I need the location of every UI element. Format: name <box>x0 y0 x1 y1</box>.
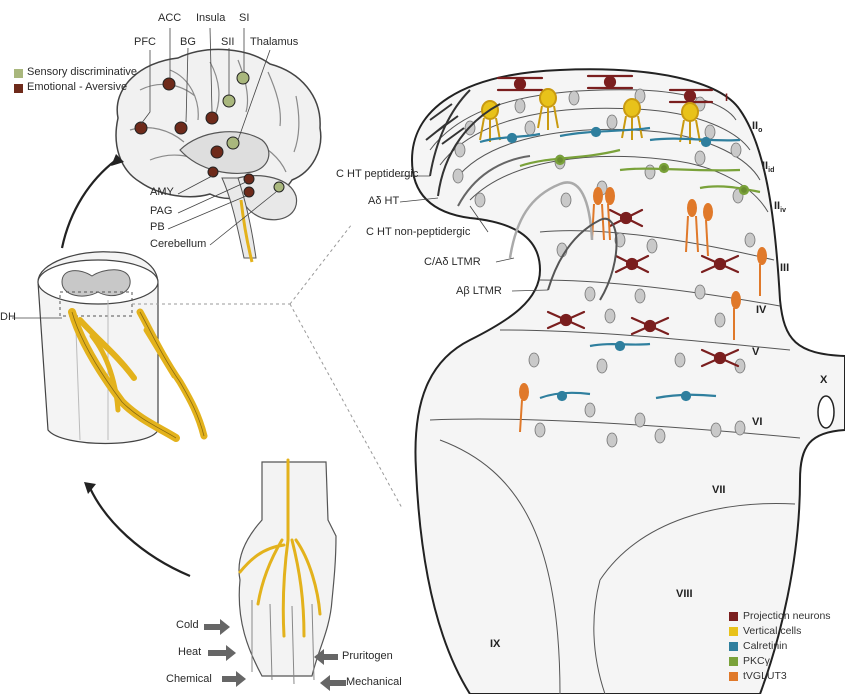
legend-swatch <box>729 657 738 666</box>
drg-label: DRG <box>150 440 174 452</box>
spinal-cord-illustration <box>12 252 204 444</box>
legend-swatch <box>729 627 738 636</box>
lamina-vii-label: VII <box>712 484 725 496</box>
acc-label: ACC <box>158 12 181 24</box>
thalamus-label: Thalamus <box>250 36 298 48</box>
insula-label: Insula <box>196 12 225 24</box>
legend-swatch <box>729 612 738 621</box>
lamina-iii-label: III <box>780 262 789 274</box>
emotional-aversive-label: Emotional - Aversive <box>27 81 127 93</box>
hand-illustration <box>239 460 336 684</box>
sensory-discriminative-label: Sensory discriminative <box>27 66 137 78</box>
mechanical-label: Mechanical <box>346 676 402 688</box>
lamina-iio-label: IIo <box>752 120 762 134</box>
pfc-label: PFC <box>134 36 156 48</box>
c-a-delta-ltmr-label: C/Aδ LTMR <box>424 256 481 268</box>
chemical-label: Chemical <box>166 673 212 685</box>
lamina-i-label: I <box>725 92 728 104</box>
lamina-x-label: X <box>820 374 827 386</box>
bg-label: BG <box>180 36 196 48</box>
pruritogen-label: Pruritogen <box>342 650 393 662</box>
dh-label: DH <box>0 311 16 323</box>
lamina-iv-label: IV <box>756 304 766 316</box>
legend-swatch <box>729 642 738 651</box>
pb-label: PB <box>150 221 165 233</box>
a-beta-ltmr-label: Aβ LTMR <box>456 285 502 297</box>
legend-item-tvglut3: tVGLUT3 <box>729 670 787 682</box>
amy-label: AMY <box>150 186 174 198</box>
c-ht-peptidergic-label: C HT peptidergic <box>336 168 418 180</box>
pag-label: PAG <box>150 205 172 217</box>
si-label: SI <box>239 12 249 24</box>
a-delta-ht-label: Aδ HT <box>368 195 399 207</box>
lamina-viii-label: VIII <box>676 588 693 600</box>
legend-item-vertical: Vertical cells <box>729 625 801 637</box>
sii-label: SII <box>221 36 234 48</box>
dorsal-horn-section <box>400 69 845 694</box>
legend-item-pkc: PKCγ <box>729 655 770 667</box>
legend-item-calretinin: Calretinin <box>729 640 787 652</box>
lamina-iid-label: IIid <box>762 160 774 174</box>
c-ht-non-peptidergic-label: C HT non-peptidergic <box>366 226 470 238</box>
brain-illustration <box>116 28 321 262</box>
cerebellum-label: Cerebellum <box>150 238 206 250</box>
emotional-swatch <box>14 84 23 93</box>
cold-label: Cold <box>176 619 199 631</box>
lamina-iiv-label: IIiv <box>774 200 786 214</box>
lamina-ix-label: IX <box>490 638 500 650</box>
lamina-vi-label: VI <box>752 416 762 428</box>
legend-swatch <box>729 672 738 681</box>
legend-item-projection: Projection neurons <box>729 610 831 622</box>
heat-label: Heat <box>178 646 201 658</box>
lamina-v-label: V <box>752 346 759 358</box>
sensory-swatch <box>14 69 23 78</box>
